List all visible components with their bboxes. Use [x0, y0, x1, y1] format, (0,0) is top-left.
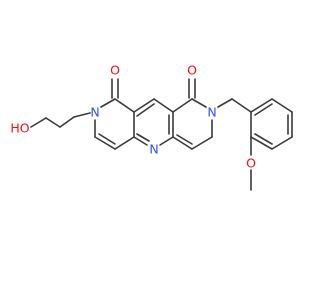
oxygen-methoxy-label: O [246, 156, 256, 171]
bond [271, 98, 293, 113]
bond [254, 133, 273, 145]
bond-layer [30, 78, 293, 191]
bond [98, 133, 116, 145]
structure-canvas: HO N O O N N O [10, 63, 293, 191]
bond [153, 98, 174, 113]
bond [45, 117, 61, 128]
bond [114, 136, 135, 150]
hydroxyl-label: HO [10, 121, 29, 136]
nitrogen-left-label: N [90, 105, 99, 120]
nitrogen-center-label: N [149, 142, 158, 157]
oxygen-right-carbonyl-label: O [187, 63, 197, 78]
bond [172, 136, 193, 150]
bond [94, 136, 116, 150]
bond [100, 98, 116, 108]
bond [133, 136, 148, 146]
bond [133, 98, 155, 113]
bond [59, 116, 75, 128]
bond [73, 112, 91, 118]
bond [250, 98, 273, 113]
bond [172, 98, 193, 113]
bond [176, 134, 193, 145]
bond [191, 136, 213, 150]
nitrogen-right-label: N [207, 105, 216, 120]
bond [30, 117, 47, 128]
bond [136, 103, 155, 117]
molecule-drawing: HO N O O N N O [10, 63, 293, 191]
bond [191, 98, 207, 108]
atom-label-layer: HO N O O N N O [10, 63, 256, 171]
bond [231, 98, 252, 113]
bond [254, 103, 273, 116]
oxygen-left-carbonyl-label: O [110, 63, 120, 78]
bond [114, 98, 135, 113]
bond [217, 98, 233, 108]
bond [250, 136, 273, 150]
bond [271, 136, 293, 150]
bond [136, 133, 150, 142]
bond [159, 136, 174, 146]
